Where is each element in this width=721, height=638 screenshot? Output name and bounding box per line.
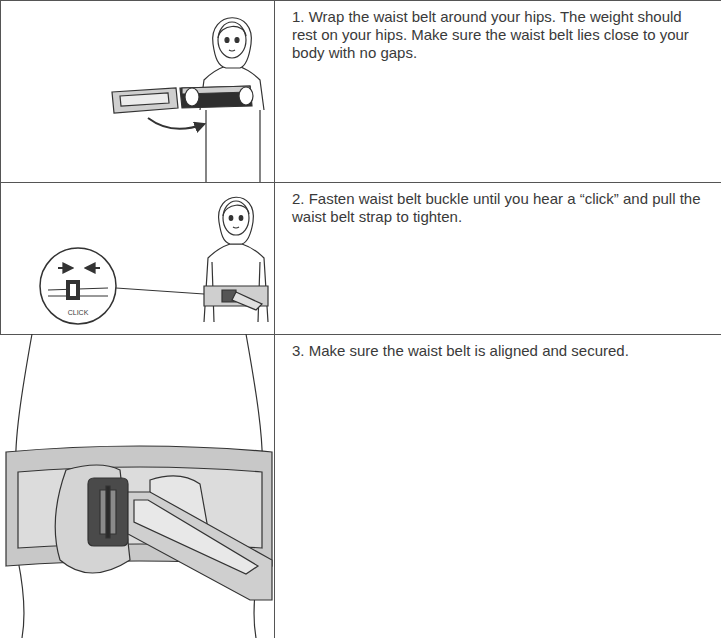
motion-arrow [148,118,204,129]
woman-figure [204,197,268,322]
buckle-callout [40,248,116,324]
instruction-text: 2. Fasten waist belt buckle until you he… [292,190,704,226]
click-label: CLICK [58,308,98,317]
instruction-text: 1. Wrap the waist belt around your hips.… [292,8,704,62]
instruction-text: 3. Make sure the waist belt is aligned a… [292,342,704,360]
waist-belt [204,286,268,310]
waist-belt [112,86,253,113]
waist-belt [6,446,272,600]
torso-outline [16,334,263,638]
leader-line [116,288,204,294]
